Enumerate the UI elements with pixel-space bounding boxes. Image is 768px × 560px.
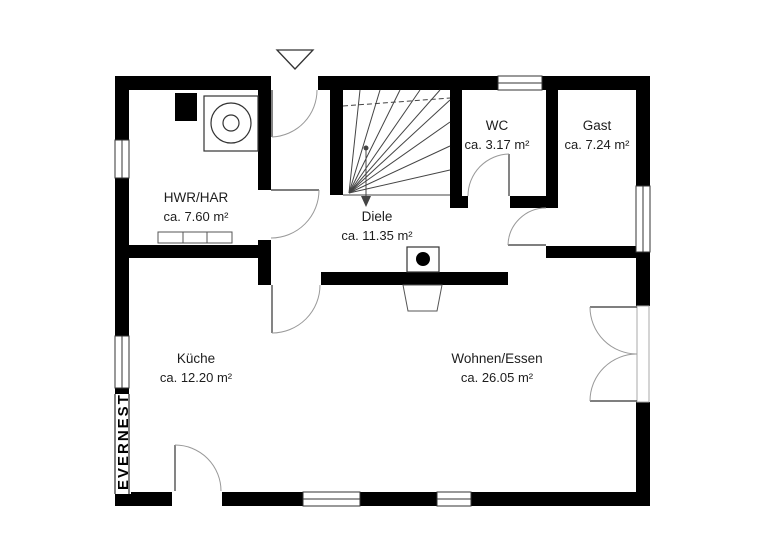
room-labels: HWR/HAR ca. 7.60 m² Diele ca. 11.35 m² W… bbox=[160, 118, 630, 385]
room-area: ca. 11.35 m² bbox=[341, 228, 413, 243]
stove-flue-icon bbox=[406, 246, 440, 273]
wall-segment bbox=[258, 76, 271, 190]
wall-segment bbox=[318, 76, 498, 90]
room-name: Diele bbox=[362, 209, 393, 224]
windows bbox=[114, 75, 651, 507]
stair-direction-arrow bbox=[361, 145, 371, 207]
room-name: Küche bbox=[177, 351, 215, 366]
entrance-door bbox=[271, 89, 318, 138]
walls bbox=[115, 76, 650, 506]
wall-segment bbox=[222, 492, 303, 506]
wall-segment bbox=[546, 76, 558, 208]
wall-segment bbox=[258, 240, 271, 285]
wall-segment bbox=[471, 492, 650, 506]
room-area: ca. 7.24 m² bbox=[564, 137, 630, 152]
washing-machine-icon bbox=[203, 95, 259, 152]
room-area: ca. 3.17 m² bbox=[464, 137, 530, 152]
wall-segment bbox=[546, 246, 650, 258]
gast-door bbox=[507, 207, 547, 246]
entrance-arrow-icon bbox=[275, 49, 315, 70]
room-name: HWR/HAR bbox=[164, 190, 229, 205]
wall-segment bbox=[115, 76, 129, 140]
wall-segment bbox=[450, 76, 462, 196]
room-label-hwr: HWR/HAR ca. 7.60 m² bbox=[163, 190, 229, 224]
room-label-wc: WC ca. 3.17 m² bbox=[464, 118, 530, 152]
wall-segment bbox=[115, 492, 172, 506]
brand-text: EVERNEST bbox=[115, 393, 132, 490]
room-label-diele: Diele ca. 11.35 m² bbox=[341, 209, 413, 243]
room-name: WC bbox=[486, 118, 509, 133]
terrace-doors bbox=[589, 305, 650, 403]
radiator-icon bbox=[157, 231, 233, 244]
room-area: ca. 12.20 m² bbox=[160, 370, 233, 385]
wc-door bbox=[467, 153, 510, 197]
window-bottom-left bbox=[302, 491, 361, 507]
wall-segment bbox=[330, 76, 343, 195]
wall-segment bbox=[115, 76, 268, 90]
window-bottom-right bbox=[436, 491, 472, 507]
room-area: ca. 26.05 m² bbox=[461, 370, 534, 385]
room-area: ca. 7.60 m² bbox=[163, 209, 229, 224]
wall-segment bbox=[636, 76, 650, 186]
window-hwr-left bbox=[114, 139, 130, 179]
staircase bbox=[342, 89, 451, 207]
wall-segment bbox=[360, 492, 437, 506]
fixtures bbox=[157, 93, 443, 312]
brand-backplate bbox=[113, 394, 131, 494]
wall-segment bbox=[450, 196, 468, 208]
stair-cut-line bbox=[342, 97, 451, 107]
wall-segment bbox=[115, 245, 258, 258]
room-name: Gast bbox=[583, 118, 612, 133]
kueche-door bbox=[271, 284, 321, 334]
room-label-kueche: Küche ca. 12.20 m² bbox=[160, 351, 233, 385]
wall-segment bbox=[542, 76, 650, 90]
brand-logo: EVERNEST bbox=[113, 393, 132, 494]
kueche-exterior-door bbox=[174, 444, 222, 492]
hwr-door bbox=[270, 189, 320, 239]
window-gast-right bbox=[635, 185, 651, 253]
wall-segment bbox=[636, 252, 650, 306]
chimney-block bbox=[175, 93, 197, 121]
fireplace-icon bbox=[402, 284, 443, 312]
room-label-gast: Gast ca. 7.24 m² bbox=[564, 118, 630, 152]
room-label-wohnen: Wohnen/Essen ca. 26.05 m² bbox=[451, 351, 542, 385]
window-kueche-left bbox=[114, 335, 130, 389]
doors bbox=[174, 49, 650, 492]
window-wc-top bbox=[497, 75, 543, 91]
room-name: Wohnen/Essen bbox=[451, 351, 542, 366]
wall-segment bbox=[636, 402, 650, 506]
wall-segment bbox=[321, 272, 508, 285]
